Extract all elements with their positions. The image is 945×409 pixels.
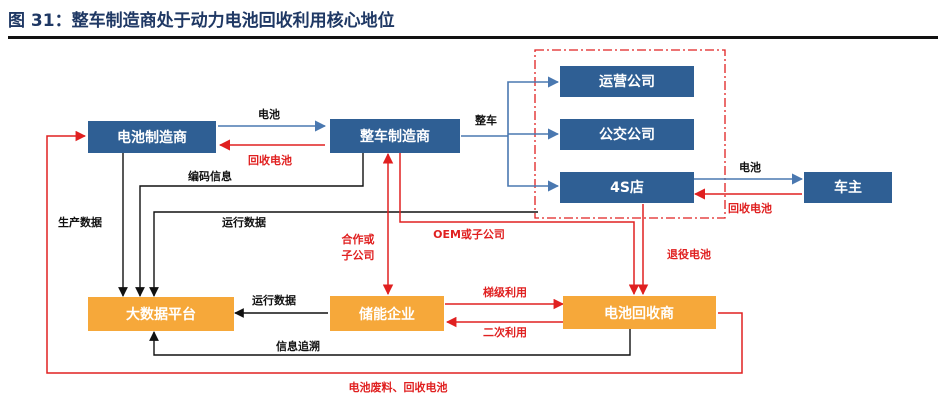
node-car-owner: 车主: [804, 172, 892, 203]
label-production-data: 生产数据: [58, 215, 102, 229]
label-oem-or-subsidiary: OEM或子公司: [433, 227, 505, 241]
node-operator: 运营公司: [560, 66, 694, 97]
label-coop-or-subsidiary-1: 合作或: [342, 232, 375, 246]
label-cascade-use: 梯级利用: [483, 285, 527, 299]
edge-to-4s: [507, 136, 560, 192]
edge-to-operator: [507, 76, 560, 136]
node-vehicle-maker: 整车制造商: [330, 119, 460, 153]
label-encoding-info: 编码信息: [188, 169, 232, 183]
node-operator-label: 运营公司: [599, 73, 655, 90]
label-info-traceability: 信息追溯: [276, 339, 320, 353]
node-car-owner-label: 车主: [834, 179, 862, 196]
node-4s-store-label: 4S店: [610, 179, 644, 196]
label-whole-vehicle: 整车: [474, 113, 497, 127]
edge-encoding-info: [135, 152, 364, 297]
label-battery: 电池: [258, 107, 280, 121]
label-operating-data-top: 运行数据: [222, 215, 266, 229]
node-battery-maker-label: 电池制造商: [117, 129, 187, 146]
label-recycled-from-owner: 回收电池: [728, 201, 772, 215]
label-recycled-battery: 回收电池: [248, 153, 292, 167]
node-vehicle-maker-label: 整车制造商: [359, 128, 430, 145]
label-coop-or-subsidiary-2: 子公司: [342, 249, 375, 262]
node-bus-company-label: 公交公司: [599, 126, 655, 143]
node-recycler: 电池回收商: [563, 296, 716, 329]
edge-oem-subsidiary: [399, 152, 640, 296]
edge-info-traceability: [149, 328, 631, 356]
node-4s-store: 4S店: [560, 172, 694, 203]
label-secondary-use: 二次利用: [483, 325, 527, 339]
node-bus-company: 公交公司: [560, 119, 694, 150]
node-big-data-label: 大数据平台: [126, 306, 196, 323]
edge-operating-data-top: [149, 211, 538, 297]
label-battery-to-owner: 电池: [739, 160, 761, 174]
label-waste-and-recycled: 电池废料、回收电池: [349, 380, 448, 394]
node-big-data: 大数据平台: [88, 297, 234, 331]
figure-title: 图 31：整车制造商处于动力电池回收利用核心地位: [8, 11, 395, 31]
node-energy-storage-label: 储能企业: [358, 306, 415, 323]
title-rule: [8, 36, 938, 39]
edge-waste-loop: [46, 130, 743, 374]
node-battery-maker: 电池制造商: [88, 121, 216, 153]
label-operating-data-bottom: 运行数据: [252, 293, 296, 307]
label-retired-battery: 退役电池: [667, 247, 711, 261]
node-recycler-label: 电池回收商: [604, 305, 674, 322]
node-energy-storage: 储能企业: [330, 296, 444, 331]
